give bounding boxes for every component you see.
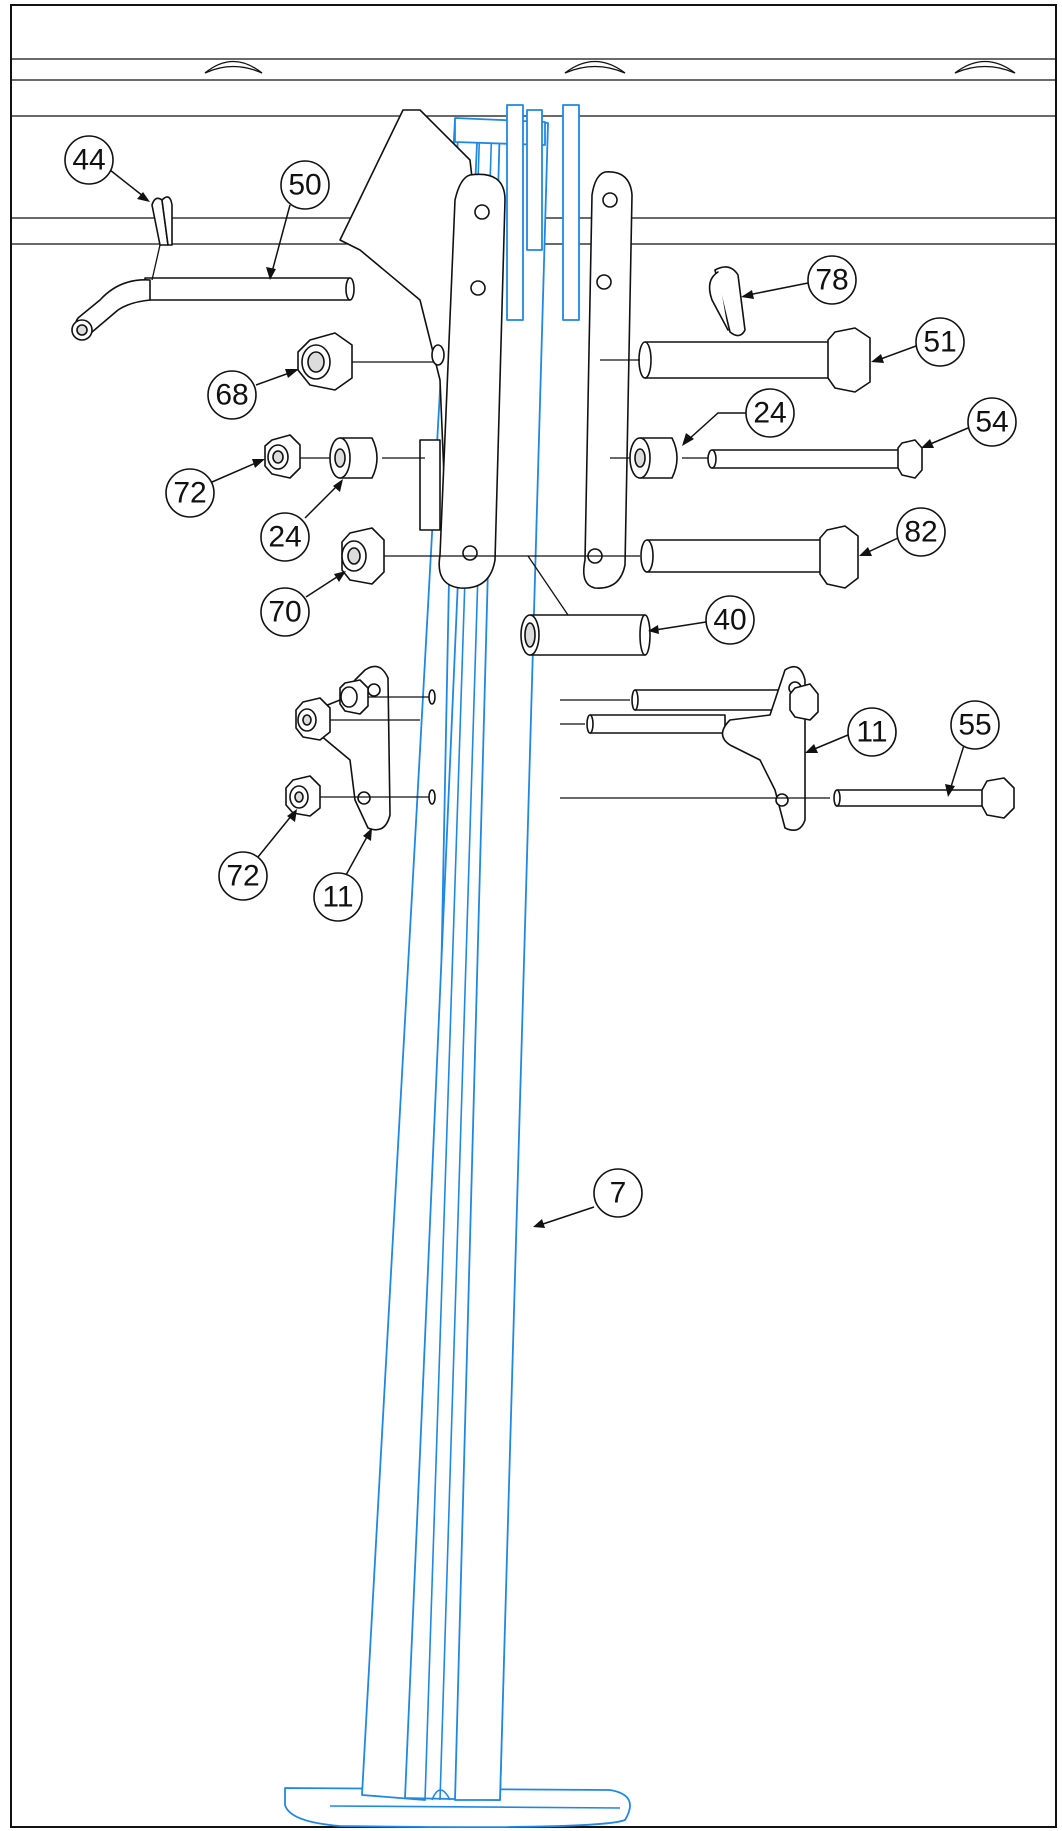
svg-text:51: 51 xyxy=(923,326,956,359)
svg-text:70: 70 xyxy=(268,596,301,629)
callout-40: 40 xyxy=(648,595,755,645)
left-mount-plate xyxy=(339,109,506,589)
callout-72-lower: 72 xyxy=(218,809,297,901)
svg-text:44: 44 xyxy=(72,144,105,177)
nut-part-70 xyxy=(341,527,640,585)
bolt-part-82 xyxy=(640,525,859,589)
svg-text:24: 24 xyxy=(268,521,301,554)
column-post-part-7 xyxy=(284,104,631,1829)
spacer-part-24-left xyxy=(300,437,425,479)
callout-7: 7 xyxy=(533,1168,643,1228)
svg-text:68: 68 xyxy=(215,379,248,412)
nut-part-72-upper xyxy=(264,434,301,479)
svg-text:40: 40 xyxy=(713,604,746,637)
bracket-part-11-right xyxy=(560,665,819,831)
handle-pin-part-50 xyxy=(71,277,355,341)
clip-part-44 xyxy=(151,196,173,281)
svg-text:50: 50 xyxy=(288,169,321,202)
svg-text:24: 24 xyxy=(753,397,786,430)
tube-part-40 xyxy=(520,555,651,656)
callout-24-lower: 24 xyxy=(260,479,343,562)
background-rails xyxy=(11,58,1056,245)
callout-68: 68 xyxy=(207,369,299,420)
svg-text:72: 72 xyxy=(173,477,206,510)
svg-text:55: 55 xyxy=(958,709,991,742)
callout-24-upper: 24 xyxy=(682,388,795,446)
bolt-part-51 xyxy=(600,327,871,393)
bolt-part-54 xyxy=(707,439,923,479)
nut-part-68 xyxy=(297,332,445,391)
svg-text:82: 82 xyxy=(904,516,937,549)
callout-44: 44 xyxy=(64,135,150,202)
spacer-part-24-right xyxy=(610,437,710,479)
callout-51: 51 xyxy=(871,317,965,367)
callout-11-left: 11 xyxy=(313,828,372,922)
callout-72-upper: 72 xyxy=(165,459,265,518)
callout-54: 54 xyxy=(921,397,1017,448)
callout-78: 78 xyxy=(741,255,857,305)
callout-50: 50 xyxy=(266,160,330,280)
linch-pin-part-78 xyxy=(708,266,746,337)
svg-text:7: 7 xyxy=(610,1177,627,1210)
svg-text:11: 11 xyxy=(322,881,353,914)
bracket-part-11-left xyxy=(295,665,436,831)
callout-70: 70 xyxy=(260,571,346,637)
svg-text:78: 78 xyxy=(815,264,848,297)
svg-text:72: 72 xyxy=(226,860,259,893)
callout-82: 82 xyxy=(859,507,946,557)
callout-11-right: 11 xyxy=(805,707,897,757)
svg-text:54: 54 xyxy=(975,406,1008,439)
callout-55: 55 xyxy=(945,700,1000,797)
callouts: 44 50 78 68 51 xyxy=(64,135,1017,1228)
nut-part-72-lower xyxy=(285,775,436,817)
svg-text:11: 11 xyxy=(856,716,887,749)
right-mount-plate xyxy=(582,171,633,589)
